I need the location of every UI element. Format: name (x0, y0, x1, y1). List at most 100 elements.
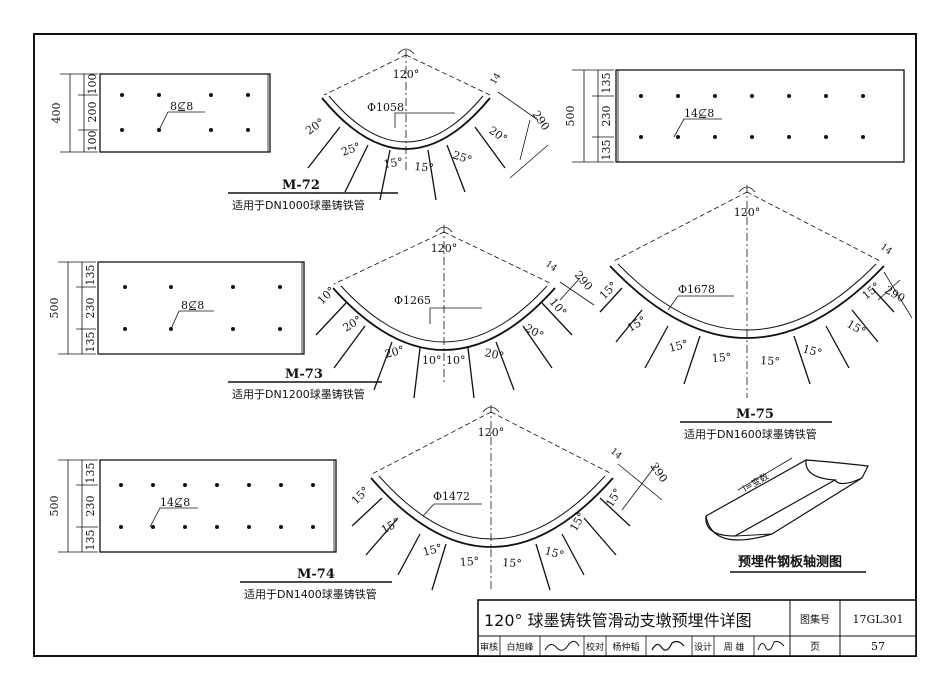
dim-total: 500 (48, 298, 61, 319)
plate-dims-m74: 135 230 135 500 (48, 459, 98, 553)
part-code: M-74 (297, 567, 335, 582)
slope-note: i=变数 (741, 470, 771, 494)
seg-label-7: 15° (567, 510, 588, 533)
dim-top: 135 (84, 463, 97, 484)
page-number: 57 (871, 640, 885, 653)
diameter-label: Φ1472 (433, 490, 470, 503)
page-label: 页 (810, 641, 820, 653)
seg-label-4: 15° (711, 351, 731, 365)
seg-label-4: 15° (414, 160, 435, 175)
part-code: M-75 (736, 407, 774, 422)
seg-label-8: 10° (547, 296, 569, 319)
thickness-label: 14 (543, 259, 558, 274)
review-name: 白旭峰 (506, 641, 533, 653)
axonometric-caption: 预埋件钢板轴测图 (738, 554, 842, 570)
rebar-label: 8⊈8 (170, 100, 193, 113)
dim-top: 135 (84, 265, 97, 286)
dim-top: 100 (86, 74, 99, 95)
review-label: 审核 (480, 641, 498, 653)
thickness-label: 14 (489, 71, 504, 86)
angle-label: 120° (393, 68, 420, 81)
rebar-label: 14⊈8 (160, 496, 190, 509)
dim-bottom: 135 (84, 332, 97, 353)
diameter-label: Φ1265 (394, 294, 431, 307)
seg-label-1: 10° (315, 284, 338, 307)
check-signature (651, 640, 685, 651)
dim-mid: 230 (600, 106, 613, 127)
seg-label-3: 15° (667, 337, 689, 355)
seg-label-8: 15° (603, 486, 624, 509)
seg-label-6: 15° (543, 544, 565, 562)
dim-mid: 230 (84, 298, 97, 319)
design-name: 周 雄 (724, 641, 745, 653)
panel-m72: 8⊈8 100 200 100 400 120° (50, 48, 553, 212)
dim-bottom: 135 (84, 530, 97, 551)
seg-label-6: 20° (486, 124, 509, 146)
seg-label-7: 15° (845, 317, 868, 338)
panel-m74: 14⊈8 135 230 135 500 120° (48, 405, 670, 601)
dim-top: 135 (600, 73, 613, 94)
seg-label-5: 15° (760, 354, 780, 368)
length-label: 290 (648, 460, 671, 485)
angle-label: 120° (734, 206, 761, 219)
seg-label-5: 15° (502, 556, 522, 570)
caption-m72: M-72 适用于DN1000球墨铸铁管 (228, 178, 398, 212)
sheet-border (33, 33, 917, 657)
part-code: M-72 (282, 178, 320, 193)
dim-mid: 230 (84, 496, 97, 517)
length-label: 290 (530, 108, 553, 133)
dim-bottom: 135 (600, 140, 613, 161)
caption-m74: M-74 适用于DN1400球墨铸铁管 (240, 567, 392, 601)
drawing-title: 120° 球墨铸铁管滑动支墩预埋件详图 (484, 611, 752, 630)
dim-total: 400 (50, 103, 63, 124)
plate-dims-m73: 135 230 135 500 (48, 261, 97, 355)
part-description: 适用于DN1400球墨铸铁管 (244, 587, 377, 601)
seg-label-2: 25° (340, 140, 363, 159)
length-label: 290 (883, 283, 908, 305)
plate-dims-m75: 135 230 135 500 (564, 69, 614, 163)
seg-label-4: 10° (422, 354, 442, 367)
part-code: M-73 (285, 367, 323, 382)
dim-total: 500 (564, 106, 577, 127)
caption-m75: M-75 适用于DN1600球墨铸铁管 (680, 407, 832, 441)
seg-label-2: 15° (379, 516, 402, 537)
rebar-label: 8⊈8 (181, 299, 204, 312)
part-description: 适用于DN1000球墨铸铁管 (232, 198, 365, 212)
rebar-label: 14⊈8 (684, 107, 714, 120)
diameter-label: Φ1678 (678, 283, 715, 296)
section-m73: 120° Φ1265 290 14 10° 20° 20° 10° (315, 225, 595, 399)
plate-plan-m75: 14⊈8 (615, 69, 905, 163)
plate-plan-m72: 8⊈8 (99, 73, 271, 153)
review-signature (544, 640, 580, 651)
check-label: 校对 (586, 641, 604, 653)
seg-label-1: 20° (303, 116, 326, 138)
dim-bottom: 100 (86, 131, 99, 152)
seg-label-2: 15° (625, 314, 648, 335)
panel-m75: 14⊈8 135 230 135 500 120° (564, 69, 913, 441)
panel-m73: 8⊈8 135 230 135 500 120° (48, 225, 595, 401)
seg-label-1: 15° (349, 484, 372, 507)
thickness-label: 14 (608, 447, 623, 462)
dim-mid: 200 (86, 102, 99, 123)
seg-label-5: 25° (451, 148, 474, 166)
atlas-label: 图集号 (800, 613, 830, 626)
plate-plan-m74: 14⊈8 (99, 459, 337, 553)
seg-label-4: 15° (459, 555, 479, 569)
part-description: 适用于DN1200球墨铸铁管 (232, 387, 365, 401)
plate-dims-m72: 100 200 100 400 (50, 74, 99, 153)
dim-total: 500 (48, 496, 61, 517)
caption-m73: M-73 适用于DN1200球墨铸铁管 (228, 367, 382, 401)
seg-label-7: 20° (523, 321, 546, 342)
seg-label-6: 20° (483, 346, 505, 363)
diameter-label: Φ1058 (367, 101, 404, 114)
seg-label-5: 10° (446, 354, 466, 367)
section-m75: 120° Φ1678 290 14 15° 15° 15° 15° (597, 185, 913, 398)
design-label: 设计 (694, 641, 712, 653)
section-m74: 120° Φ1472 290 14 15° 15° 15° 15° (349, 405, 671, 591)
section-m72: 120° Φ1058 290 14 20° 25° 15° 15° 25° (303, 48, 553, 201)
axonometric-view: i=变数 预埋件钢板轴测图 (705, 457, 869, 573)
title-block: 120° 球墨铸铁管滑动支墩预埋件详图 图集号 17GL301 页 57 审核 … (477, 599, 917, 657)
seg-label-1: 15° (597, 279, 620, 302)
